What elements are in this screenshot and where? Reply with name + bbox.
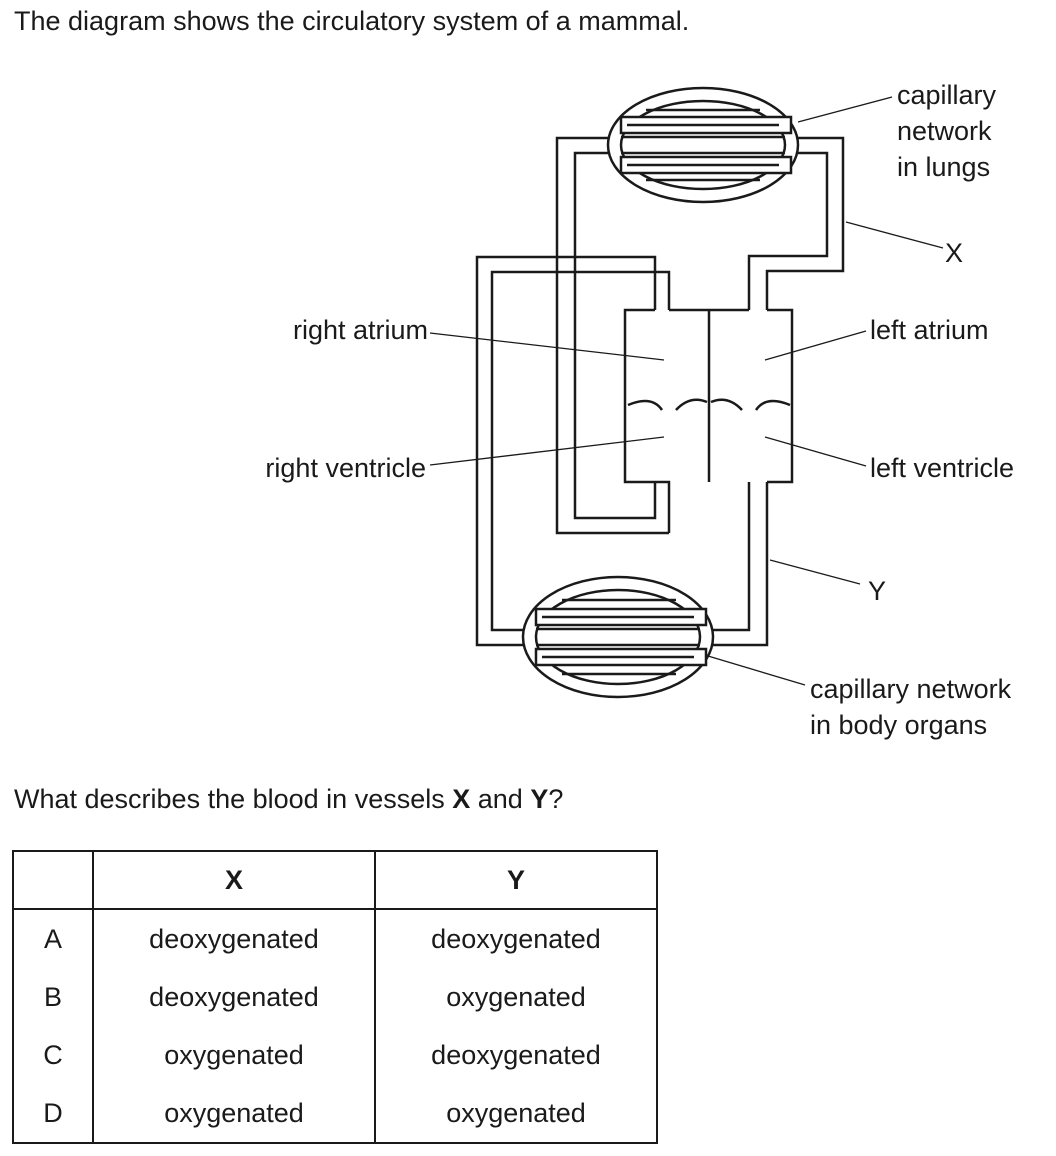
header-blank bbox=[13, 851, 94, 910]
option-label: C bbox=[13, 1026, 94, 1084]
label-capillary-lungs: capillary network in lungs bbox=[897, 80, 1004, 182]
label-x: X bbox=[945, 238, 963, 268]
header-x: X bbox=[93, 851, 376, 910]
cell-x: oxygenated bbox=[93, 1084, 376, 1143]
label-y: Y bbox=[868, 576, 886, 606]
option-label: A bbox=[13, 909, 94, 968]
vessel-x-inner bbox=[747, 151, 829, 310]
table-row: B deoxygenated oxygenated bbox=[13, 968, 657, 1026]
label-right-atrium: right atrium bbox=[293, 315, 428, 345]
lung-capillary-network bbox=[606, 86, 800, 204]
table-header-row: X Y bbox=[13, 851, 657, 910]
pulmonary-vessel-outer bbox=[555, 136, 669, 535]
cell-y: oxygenated bbox=[446, 1097, 586, 1128]
header-y: Y bbox=[375, 851, 657, 910]
table-row: D oxygenated oxygenated bbox=[13, 1084, 657, 1143]
answer-table: X Y A deoxygenated deoxygenated B deoxyg… bbox=[12, 850, 658, 1144]
leader-capillary-body bbox=[707, 655, 806, 686]
table-row: A deoxygenated deoxygenated bbox=[13, 909, 657, 968]
cell-y: deoxygenated bbox=[431, 923, 601, 954]
body-capillary-network bbox=[521, 575, 715, 699]
label-capillary-body: capillary network in body organs bbox=[810, 674, 1019, 740]
cell-x: deoxygenated bbox=[93, 909, 376, 968]
valve-left-1 bbox=[710, 398, 743, 411]
systemic-vena-inner bbox=[490, 270, 671, 632]
leader-left-atrium bbox=[764, 330, 867, 361]
label-left-ventricle: left ventricle bbox=[870, 453, 1014, 483]
valve-right-1 bbox=[627, 399, 664, 411]
cell-y: oxygenated bbox=[446, 981, 586, 1012]
cell-x: deoxygenated bbox=[93, 968, 376, 1026]
label-left-atrium: left atrium bbox=[870, 315, 989, 345]
leader-right-ventricle bbox=[429, 436, 665, 466]
vessel-y-outer bbox=[707, 482, 769, 647]
leader-right-atrium bbox=[429, 332, 665, 361]
cell-x: oxygenated bbox=[93, 1026, 376, 1084]
leader-left-ventricle bbox=[764, 436, 867, 467]
option-label: B bbox=[13, 968, 94, 1026]
systemic-vena-outer bbox=[475, 255, 657, 647]
option-label: D bbox=[13, 1084, 94, 1143]
leader-capillary-lungs bbox=[797, 96, 893, 123]
vessel-x-outer bbox=[765, 136, 845, 310]
leader-x bbox=[845, 221, 944, 249]
cell-y: deoxygenated bbox=[431, 1039, 601, 1070]
table-row: C oxygenated deoxygenated bbox=[13, 1026, 657, 1084]
intro-text: The diagram shows the circulatory system… bbox=[14, 6, 690, 36]
circulatory-system-diagram: capillary network in lungs X right atriu… bbox=[265, 80, 1019, 740]
valve-right-2 bbox=[675, 398, 708, 411]
valve-left-2 bbox=[754, 399, 791, 411]
question-text: What describes the blood in vessels X an… bbox=[14, 784, 564, 814]
leader-y bbox=[769, 559, 861, 585]
label-right-ventricle: right ventricle bbox=[265, 453, 426, 483]
pulmonary-vessel-inner bbox=[573, 151, 657, 520]
vessel-y-inner bbox=[706, 482, 751, 632]
